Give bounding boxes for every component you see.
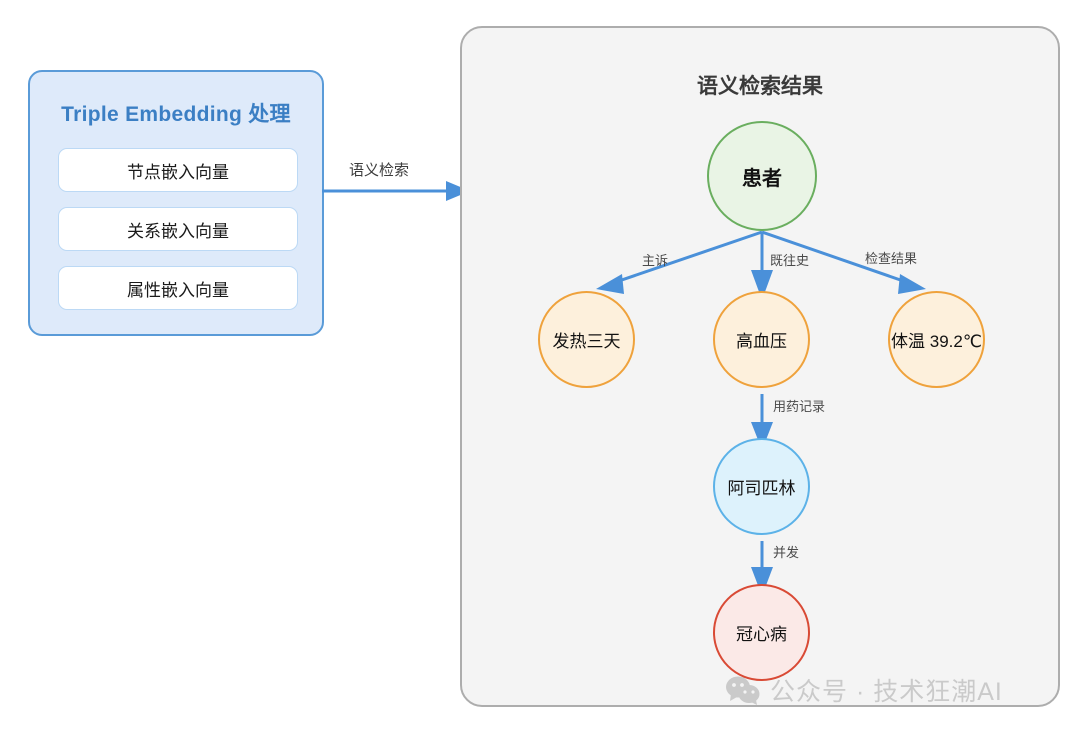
triple-embedding-panel: Triple Embedding 处理 节点嵌入向量 关系嵌入向量 属性嵌入向量 — [28, 70, 324, 336]
semantic-retrieval-result-panel: 语义检索结果 — [460, 26, 1060, 707]
embedding-item-attribute-vector[interactable]: 属性嵌入向量 — [58, 266, 298, 310]
result-panel-title: 语义检索结果 — [697, 75, 823, 98]
triple-embedding-title: Triple Embedding 处理 — [61, 103, 291, 126]
watermark-text: 公众号 · 技术狂潮AI — [770, 678, 1003, 706]
wechat-icon — [726, 676, 760, 705]
watermark: 公众号 · 技术狂潮AI — [726, 672, 1003, 708]
connector-label-semantic-retrieval: 语义检索 — [349, 162, 410, 179]
connector-arrow-icon — [322, 181, 470, 201]
embedding-item-relation-vector[interactable]: 关系嵌入向量 — [58, 207, 298, 251]
embedding-item-node-vector[interactable]: 节点嵌入向量 — [58, 148, 298, 192]
